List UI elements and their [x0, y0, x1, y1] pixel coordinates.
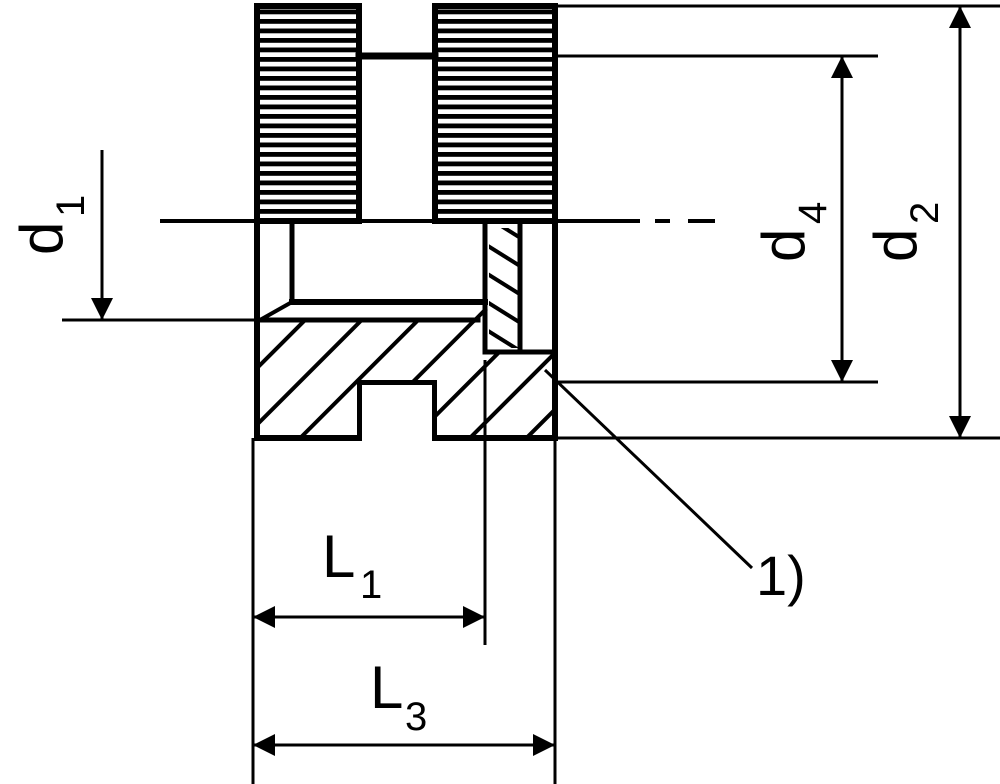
extension-lines [62, 4, 1000, 784]
label-note-1: 1) [756, 544, 806, 607]
label-L1-main: L [322, 523, 355, 590]
knurl-right [432, 3, 558, 224]
section-hatch-main [260, 310, 552, 435]
label-d1: d 1 [8, 195, 93, 255]
section-hatch-strip [489, 228, 520, 348]
lower-outline [254, 218, 558, 441]
label-d4-sub: 4 [791, 202, 835, 224]
label-L3: L 3 [370, 654, 427, 739]
label-d1-sub: 1 [49, 195, 93, 217]
label-d2-main: d [862, 229, 929, 262]
knurl-left [254, 3, 362, 224]
threaded-insert-body [254, 3, 558, 441]
label-L3-main: L [370, 654, 403, 721]
label-d1-main: d [8, 222, 75, 255]
label-d2-sub: 2 [903, 202, 947, 224]
label-L1-sub: 1 [360, 563, 382, 607]
label-d2: d 2 [862, 202, 947, 262]
dimension-arrows [91, 5, 971, 756]
label-d4: d 4 [750, 202, 835, 262]
label-L3-sub: 3 [405, 695, 427, 739]
label-d4-main: d [750, 229, 817, 262]
label-L1: L 1 [322, 523, 382, 607]
